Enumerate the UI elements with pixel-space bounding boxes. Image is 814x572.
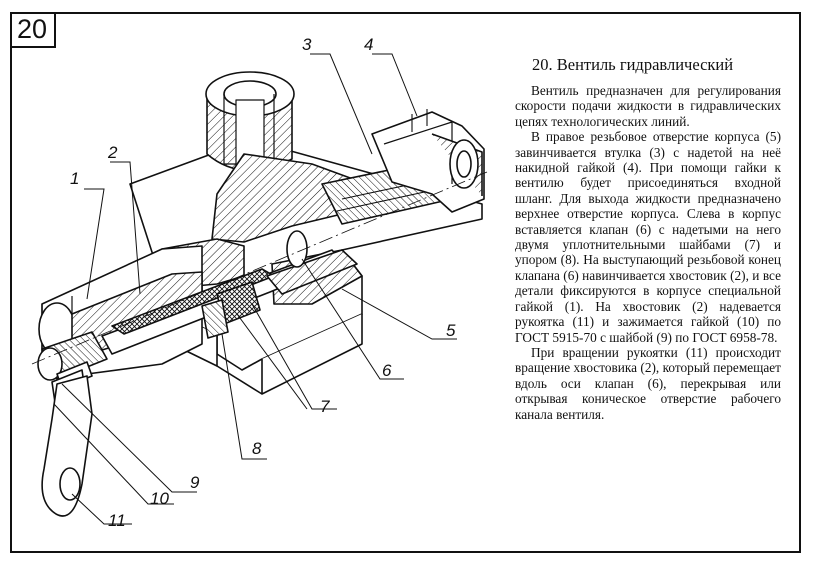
callout-4: 4 bbox=[364, 35, 373, 54]
callout-6: 6 bbox=[382, 361, 392, 380]
callout-1: 1 bbox=[70, 169, 79, 188]
callout-11: 11 bbox=[108, 511, 126, 530]
paragraph-operation: При вращении рукоятки (11) происходит вр… bbox=[515, 344, 781, 422]
callout-10: 10 bbox=[150, 489, 169, 508]
stop-part-8 bbox=[201, 299, 229, 339]
callout-7: 7 bbox=[320, 397, 330, 416]
callout-9: 9 bbox=[190, 473, 200, 492]
callout-3: 3 bbox=[302, 35, 312, 54]
description-text: Вентиль предназначен для регулирования с… bbox=[515, 83, 781, 422]
paragraph-assembly: В правое резьбовое отверстие корпуса (5)… bbox=[515, 129, 781, 345]
nut-part-4 bbox=[371, 111, 485, 213]
sheet-frame bbox=[10, 12, 801, 553]
sheet-number: 20 bbox=[10, 12, 56, 48]
callout-5: 5 bbox=[446, 321, 456, 340]
callout-2: 2 bbox=[107, 143, 118, 162]
callout-8: 8 bbox=[252, 439, 262, 458]
document-title: 20. Вентиль гидравлический bbox=[532, 55, 734, 74]
valve-assembly-drawing: 1 2 3 4 5 6 7 8 9 10 11 bbox=[31, 35, 488, 530]
paragraph-purpose: Вентиль предназначен для регулирования с… bbox=[515, 83, 781, 129]
